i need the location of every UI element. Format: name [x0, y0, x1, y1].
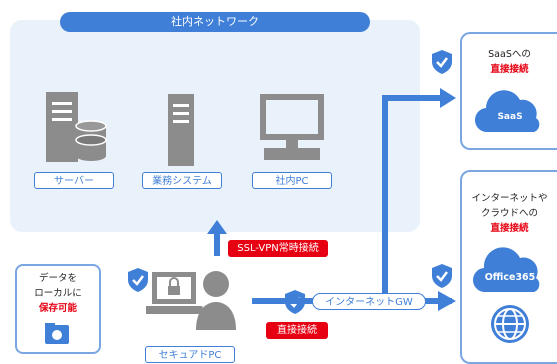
shield-icon — [128, 268, 148, 292]
secure-pc-icon — [146, 271, 236, 330]
local-line-1: データを — [38, 273, 77, 284]
saas-arrow — [382, 88, 456, 108]
storage-icon — [45, 323, 69, 344]
business-system-label: 業務システム — [142, 172, 222, 189]
shield-icon — [432, 264, 452, 288]
saas-line-1: SaaSへの — [488, 49, 531, 60]
local-line-3: 保存可能 — [38, 303, 77, 314]
office365-label: Office365 — [484, 272, 536, 283]
internet-line-2: クラウドへの — [480, 208, 538, 219]
server-icon — [46, 92, 107, 162]
cloud-icon — [474, 90, 540, 133]
internet-line-1: インターネットや — [471, 193, 548, 204]
internet-line-3: 直接接続 — [490, 223, 529, 234]
business-system-icon — [168, 94, 194, 166]
internal-pc-label: 社内PC — [252, 172, 332, 189]
secure-pc-label: セキュアドPC — [145, 346, 235, 363]
flow-line-vertical — [382, 95, 388, 301]
saas-cloud-label: SaaS — [497, 112, 523, 122]
direct-connection-label: 直接接続 — [266, 322, 328, 339]
server-label: サーバー — [34, 172, 114, 189]
local-line-2: ローカルに — [34, 288, 82, 299]
desktop-pc-icon — [260, 94, 324, 160]
globe-icon — [491, 305, 529, 343]
cloud-icon — [472, 247, 540, 293]
saas-line-2: 直接接続 — [490, 64, 529, 75]
vpn-label: SSL-VPN常時接続 — [228, 240, 328, 257]
internet-gateway-label: インターネットGW — [312, 293, 426, 310]
internal-network-title: 社内ネットワーク — [60, 12, 370, 32]
internet-arrow — [438, 291, 456, 311]
shield-icon — [432, 50, 452, 74]
vpn-arrow — [207, 220, 227, 256]
